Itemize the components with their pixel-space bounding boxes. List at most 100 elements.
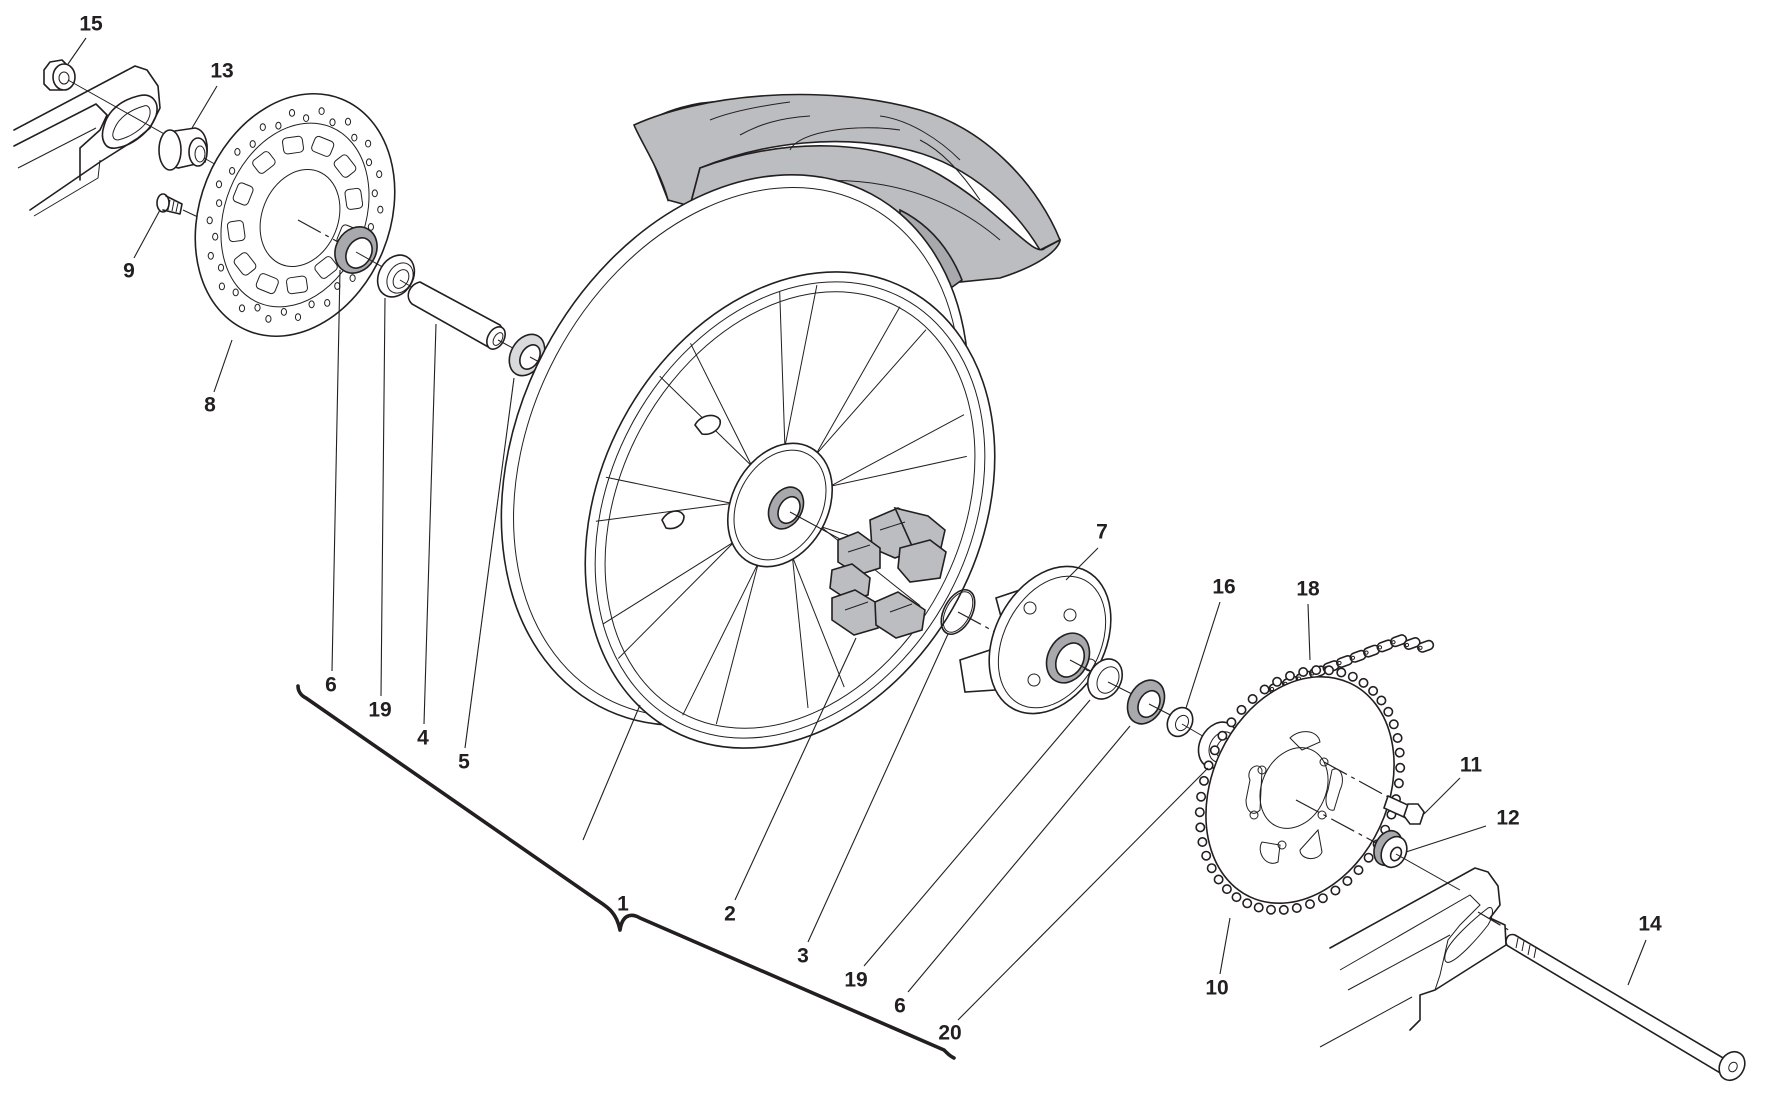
callout-o-ring[interactable]: 3	[797, 945, 809, 968]
callout-oil-seal-left[interactable]: 6	[325, 674, 337, 697]
oil-seal-hub-part	[1126, 679, 1166, 725]
callout-spacer-right[interactable]: 16	[1212, 576, 1235, 599]
sprocket-tooth	[1368, 685, 1379, 696]
brake-disc-part	[194, 92, 396, 338]
disc-hole	[303, 114, 310, 122]
disc-hole	[371, 189, 378, 198]
wheel-spokes	[595, 285, 967, 725]
disc-hole	[229, 167, 236, 175]
disc-hole	[376, 170, 383, 179]
disc-vent-window	[314, 256, 338, 279]
sprocket-tooth	[1226, 717, 1237, 728]
disc-hole	[217, 263, 225, 272]
wheel-spoke	[815, 306, 927, 456]
sprocket-tooth	[1342, 875, 1353, 886]
callout-brake-disc[interactable]: 8	[204, 394, 216, 417]
leader-line-inner-spacer	[423, 323, 437, 725]
disc-hole	[207, 251, 214, 260]
sprocket-tooth	[1392, 732, 1403, 743]
sprocket-tooth	[1278, 904, 1289, 915]
leader-line-washer	[464, 377, 515, 749]
callout-bearing-hub[interactable]: 19	[844, 969, 867, 992]
callout-oil-seal-hub[interactable]: 6	[894, 995, 906, 1018]
sprocket-tooth	[1291, 902, 1302, 913]
sprocket-tooth	[1221, 884, 1232, 895]
leader-line-spacer-left	[191, 85, 218, 129]
sprocket-tooth	[1201, 850, 1212, 861]
sprocket-tooth	[1324, 665, 1335, 676]
disc-hole	[254, 303, 261, 312]
cush-drive-rubbers-part	[829, 506, 947, 639]
sprocket-tooth	[1376, 695, 1387, 706]
rear-sprocket-part	[1194, 665, 1406, 915]
bearing-hub-part	[1086, 658, 1124, 700]
disc-hole	[215, 180, 223, 189]
leader-line-rear-sprocket	[1219, 917, 1231, 975]
disc-vent-window	[252, 151, 276, 174]
disc-vent-window	[255, 273, 279, 295]
axle-nut-part	[43, 59, 76, 91]
sprocket-tooth	[1259, 684, 1270, 695]
callout-bearing-left[interactable]: 19	[368, 699, 391, 722]
callout-spacer-left[interactable]: 13	[210, 60, 233, 83]
disc-hole	[308, 300, 315, 309]
sprocket-tooth	[1317, 893, 1328, 904]
sprocket-tooth	[1209, 745, 1220, 756]
sprocket-tooth	[1395, 762, 1406, 773]
sprocket-tooth	[1217, 730, 1228, 741]
disc-vent-window	[333, 154, 357, 178]
sprocket-tooth	[1285, 670, 1296, 681]
disc-hole	[212, 232, 219, 241]
callout-sprocket-bolt[interactable]: 11	[1460, 754, 1483, 777]
disc-bolt-part	[156, 193, 183, 215]
sprocket-tooth	[1194, 807, 1205, 818]
disc-hole	[259, 123, 266, 131]
sprocket-tooth	[1305, 899, 1316, 910]
disc-vent-window	[232, 182, 254, 206]
disc-hole	[377, 205, 384, 214]
leader-line-o-ring	[807, 633, 949, 943]
sprocket-tooth	[1330, 885, 1341, 896]
callout-cush-drive-rubbers[interactable]: 2	[724, 903, 736, 926]
leader-line-spacer-axle-right	[1405, 825, 1487, 853]
disc-hole	[206, 216, 213, 225]
spacer-right-part	[1166, 706, 1194, 738]
callout-rear-sprocket[interactable]: 10	[1205, 977, 1228, 1000]
sprocket-tooth	[1336, 667, 1347, 678]
sprocket-tooth	[1195, 822, 1206, 833]
leader-line-oil-seal-hub	[907, 725, 1131, 993]
callout-bearing-right[interactable]: 20	[938, 1022, 961, 1045]
sprocket-tooth	[1213, 874, 1224, 885]
leader-line-axle-nut	[67, 37, 87, 65]
leader-line-rear-wheel-assembly	[582, 704, 641, 841]
disc-hole	[249, 140, 256, 148]
callout-inner-spacer[interactable]: 4	[417, 727, 429, 750]
disc-hole	[265, 315, 272, 323]
callout-disc-bolt[interactable]: 9	[123, 260, 135, 283]
wheel-spoke	[682, 562, 759, 725]
leader-lines	[67, 37, 1647, 1021]
rear-axle-part	[1505, 933, 1746, 1082]
leader-line-rear-axle	[1627, 939, 1647, 986]
sprocket-tooth	[1383, 706, 1394, 717]
callout-axle-nut[interactable]: 15	[79, 13, 103, 36]
disc-hole	[324, 299, 331, 307]
sprocket-tooth	[1247, 693, 1258, 704]
callout-spacer-axle-right[interactable]: 12	[1496, 807, 1519, 830]
callout-drive-chain[interactable]: 18	[1296, 578, 1320, 601]
sprocket-tooth	[1203, 760, 1214, 771]
disc-hole	[218, 282, 225, 291]
leader-line-drive-chain	[1307, 603, 1311, 661]
callout-rear-axle[interactable]: 14	[1638, 913, 1662, 936]
leader-line-disc-bolt	[133, 209, 161, 259]
sprocket-tooth	[1272, 676, 1283, 687]
callout-rear-wheel-assembly[interactable]: 1	[617, 893, 629, 916]
disc-hole	[288, 109, 296, 117]
leader-line-bearing-hub	[863, 699, 1091, 967]
callout-sprocket-carrier[interactable]: 7	[1096, 521, 1108, 544]
inner-spacer-part	[407, 281, 506, 350]
disc-vent-window	[282, 135, 304, 155]
callout-washer[interactable]: 5	[458, 751, 470, 774]
